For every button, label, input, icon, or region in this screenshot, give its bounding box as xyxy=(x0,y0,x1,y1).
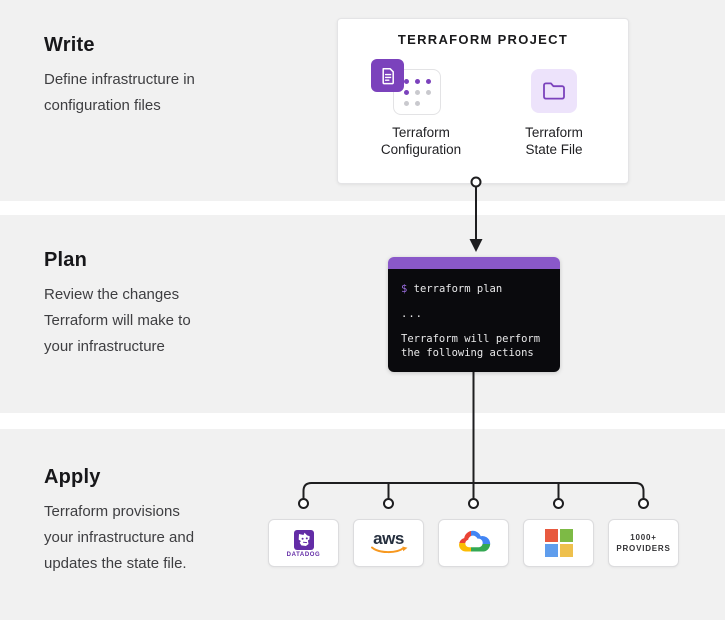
plan-desc-line: your infrastructure xyxy=(44,338,165,355)
datadog-label: DATADOG xyxy=(286,551,321,558)
aws-logo: aws xyxy=(373,528,404,548)
provider-card-more: 1000+ PROVIDERS xyxy=(608,519,679,567)
provider-card-microsoft xyxy=(523,519,594,567)
terminal-ellipsis: ... xyxy=(401,308,423,320)
terminal-output-line: the following actions xyxy=(401,347,534,359)
terminal-body: $ terraform plan ... Terraform will perf… xyxy=(388,269,560,372)
apply-phase: Apply Terraform provisions your infrastr… xyxy=(44,466,194,577)
plan-desc-line: Review the changes xyxy=(44,286,180,303)
dot xyxy=(425,89,431,95)
label-line: Terraform xyxy=(525,125,583,140)
write-desc-line: Define infrastructure in xyxy=(44,71,195,88)
terraform-configuration-icon xyxy=(371,59,441,115)
dot xyxy=(414,100,420,106)
provider-card-google-cloud xyxy=(438,519,509,567)
label-line: Terraform xyxy=(392,125,450,140)
label-line: PROVIDERS xyxy=(616,544,671,553)
terraform-project-card: TERRAFORM PROJECT Terraform Configuratio… xyxy=(337,18,629,184)
dot xyxy=(403,100,409,106)
apply-desc-line: your infrastructure and xyxy=(44,529,195,546)
dot xyxy=(426,101,431,106)
datadog-logo xyxy=(293,529,314,550)
label-line: State File xyxy=(525,142,583,157)
microsoft-square-green xyxy=(559,529,573,542)
microsoft-square-blue xyxy=(544,544,558,557)
terraform-state-file-label: Terraform State File xyxy=(484,124,624,158)
terminal-output-line: Terraform will perform xyxy=(401,333,541,345)
microsoft-square-red xyxy=(544,529,558,542)
dot xyxy=(414,78,420,84)
apply-desc-line: Terraform provisions xyxy=(44,503,180,520)
more-providers-label: 1000+ PROVIDERS xyxy=(616,532,670,554)
dot xyxy=(425,78,431,84)
terminal-prompt: $ xyxy=(401,283,408,295)
folder-icon xyxy=(531,69,577,113)
dot xyxy=(403,89,409,95)
terraform-configuration-label: Terraform Configuration xyxy=(351,124,491,158)
label-line: Configuration xyxy=(380,142,462,157)
project-card-title: TERRAFORM PROJECT xyxy=(397,32,569,47)
aws-smile-icon xyxy=(370,546,407,553)
plan-title: Plan xyxy=(44,249,88,271)
document-icon xyxy=(371,59,404,92)
terminal-titlebar xyxy=(388,257,560,269)
plan-phase: Plan Review the changes Terraform will m… xyxy=(44,249,191,360)
plan-desc-line: Terraform will make to xyxy=(44,312,191,329)
dot xyxy=(403,78,409,84)
microsoft-square-yellow xyxy=(559,544,573,557)
apply-desc-line: updates the state file. xyxy=(44,555,187,572)
terminal-command: terraform plan xyxy=(413,283,503,295)
provider-card-datadog: DATADOG xyxy=(268,519,339,567)
label-line: 1000+ xyxy=(630,533,657,542)
apply-title: Apply xyxy=(44,466,101,488)
terminal-command-line: $ terraform plan xyxy=(401,283,560,295)
google-cloud-logo xyxy=(458,530,490,552)
plan-band xyxy=(0,215,725,413)
dot xyxy=(414,89,420,95)
provider-card-aws: aws xyxy=(353,519,424,567)
providers-row: DATADOG aws xyxy=(0,519,725,567)
write-desc-line: configuration files xyxy=(44,97,161,114)
write-title: Write xyxy=(44,34,95,56)
terminal-window: $ terraform plan ... Terraform will perf… xyxy=(388,257,560,372)
microsoft-logo xyxy=(544,529,573,557)
write-phase: Write Define infrastructure in configura… xyxy=(44,34,195,119)
